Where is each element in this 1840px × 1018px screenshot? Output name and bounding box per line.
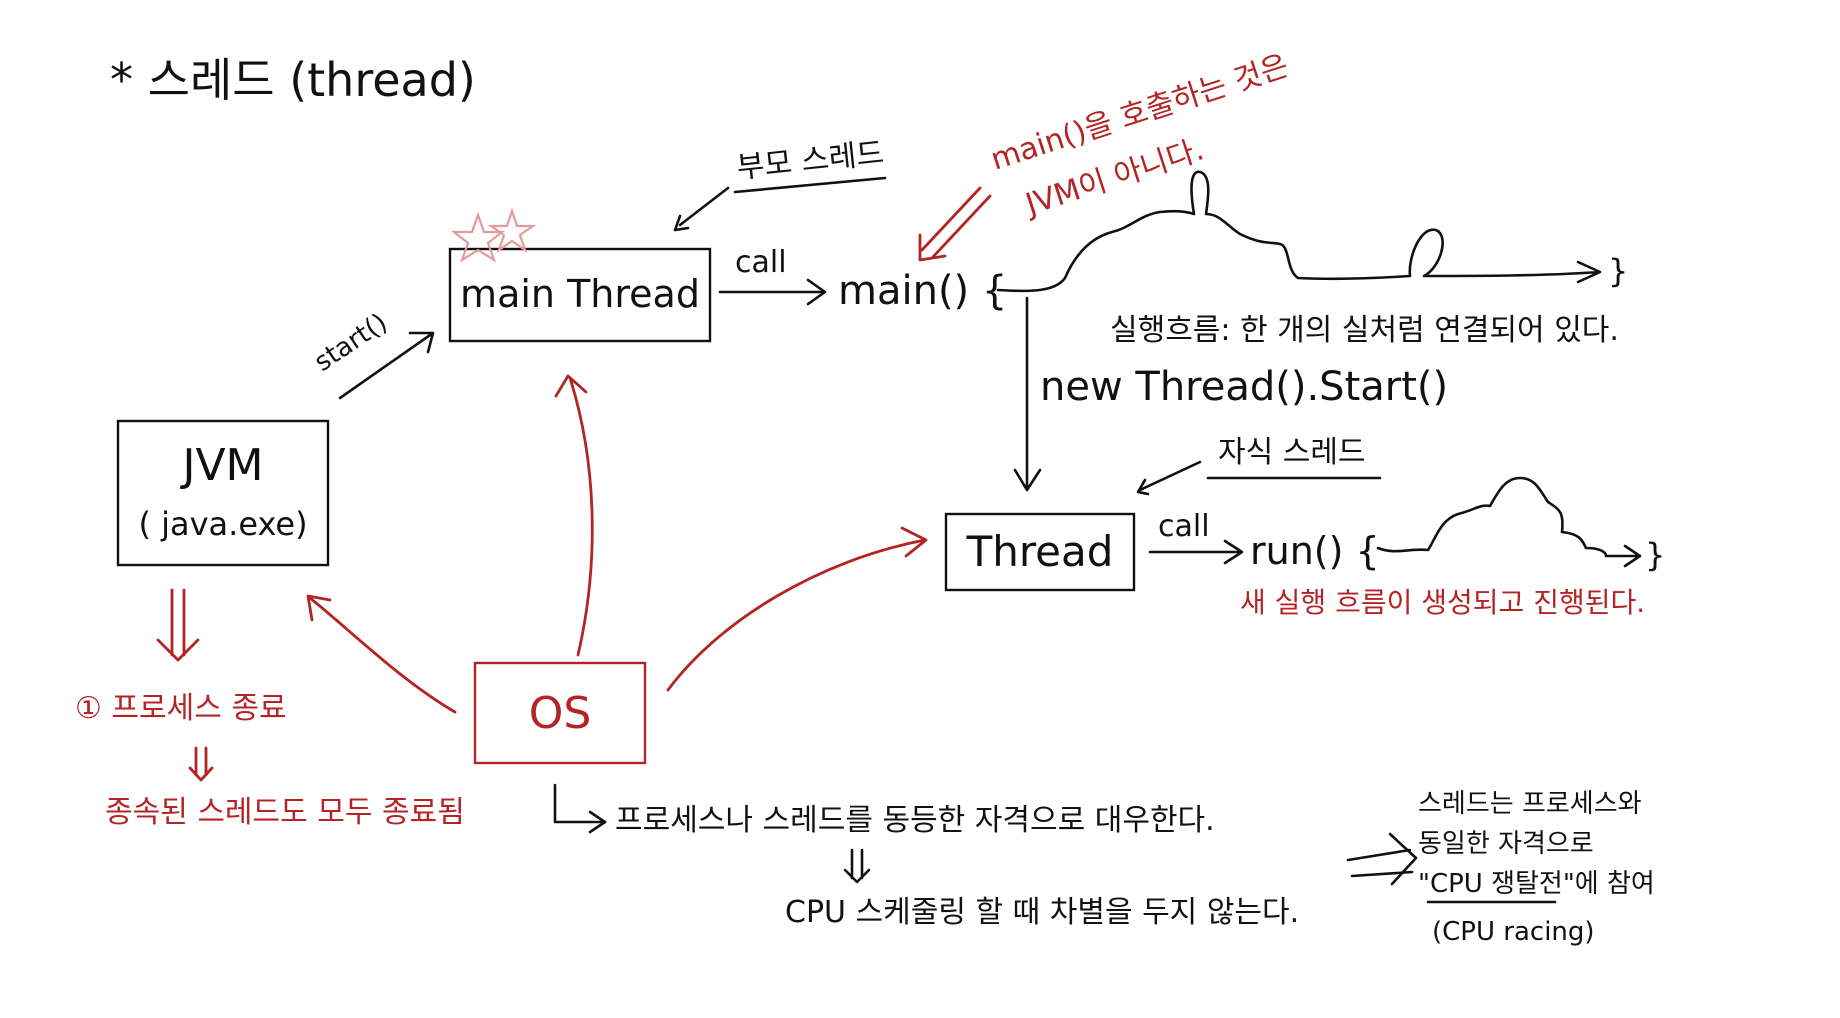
os-to-jvm-arrow: [306, 594, 457, 714]
thread-label: Thread: [966, 527, 1114, 576]
os-label: OS: [529, 688, 592, 739]
cpu-note: CPU 스케줄링 할 때 차별을 두지 않는다.: [785, 895, 1299, 930]
os-note: 프로세스나 스레드를 동등한 자격으로 대우한다.: [615, 803, 1215, 838]
child-end-label: 종속된 스레드도 모두 종료됨: [105, 795, 465, 830]
start-arrow: [338, 331, 435, 400]
run-method: run() {: [1250, 529, 1380, 573]
main-method: main() {: [838, 268, 1007, 314]
os-box: [473, 661, 647, 765]
double-arrow-icon: [1346, 832, 1418, 886]
side-note-line2: 동일한 자격으로: [1418, 829, 1594, 859]
os-to-main-arrow: [554, 374, 594, 657]
child-thread-label: 자식 스레드: [1218, 435, 1366, 470]
call-main-label: call: [735, 245, 787, 280]
run-flow-line: [1376, 476, 1642, 568]
flow-note: 실행흐름: 한 개의 실처럼 연결되어 있다.: [1110, 313, 1619, 348]
jvm-sublabel: ( java.exe): [138, 505, 307, 543]
red-arrow-to-main: [918, 186, 992, 262]
call-main-arrow: [718, 278, 827, 306]
page-title: * 스레드 (thread): [110, 53, 476, 107]
child-arrow: [1136, 460, 1202, 496]
new-thread-label: new Thread().Start(): [1040, 364, 1448, 410]
jvm-down-arrow: [156, 588, 200, 662]
main-flow-line: [996, 170, 1602, 293]
new-flow-note: 새 실행 흐름이 생성되고 진행된다.: [1240, 586, 1645, 619]
main-end-brace: }: [1608, 252, 1628, 290]
parent-arrow: [673, 186, 730, 232]
os-to-thread-arrow: [666, 526, 928, 692]
star-icon: [450, 207, 537, 263]
main-thread-label: main Thread: [460, 272, 700, 316]
os-note-down-arrow: [843, 848, 871, 884]
main-thread-box: [448, 247, 712, 343]
process-end-arrow: [188, 746, 214, 782]
process-end-label: ① 프로세스 종료: [75, 691, 287, 726]
start-label: start(): [309, 308, 393, 378]
new-thread-arrow: [1013, 296, 1042, 492]
os-note-arrow: [553, 783, 607, 834]
call-run-arrow: [1148, 539, 1244, 565]
thread-box: [944, 512, 1136, 592]
call-run-label: call: [1158, 509, 1210, 544]
jvm-box: [116, 419, 330, 567]
parent-underline: [733, 176, 887, 194]
side-note-line1: 스레드는 프로세스와: [1418, 789, 1642, 819]
jvm-label: JVM: [179, 440, 263, 491]
side-note-line3: "CPU 쟁탈전"에 참여: [1418, 869, 1655, 899]
run-end-brace: }: [1645, 536, 1665, 574]
side-note-line4: (CPU racing): [1432, 917, 1595, 947]
parent-thread-label: 부모 스레드: [735, 136, 885, 186]
